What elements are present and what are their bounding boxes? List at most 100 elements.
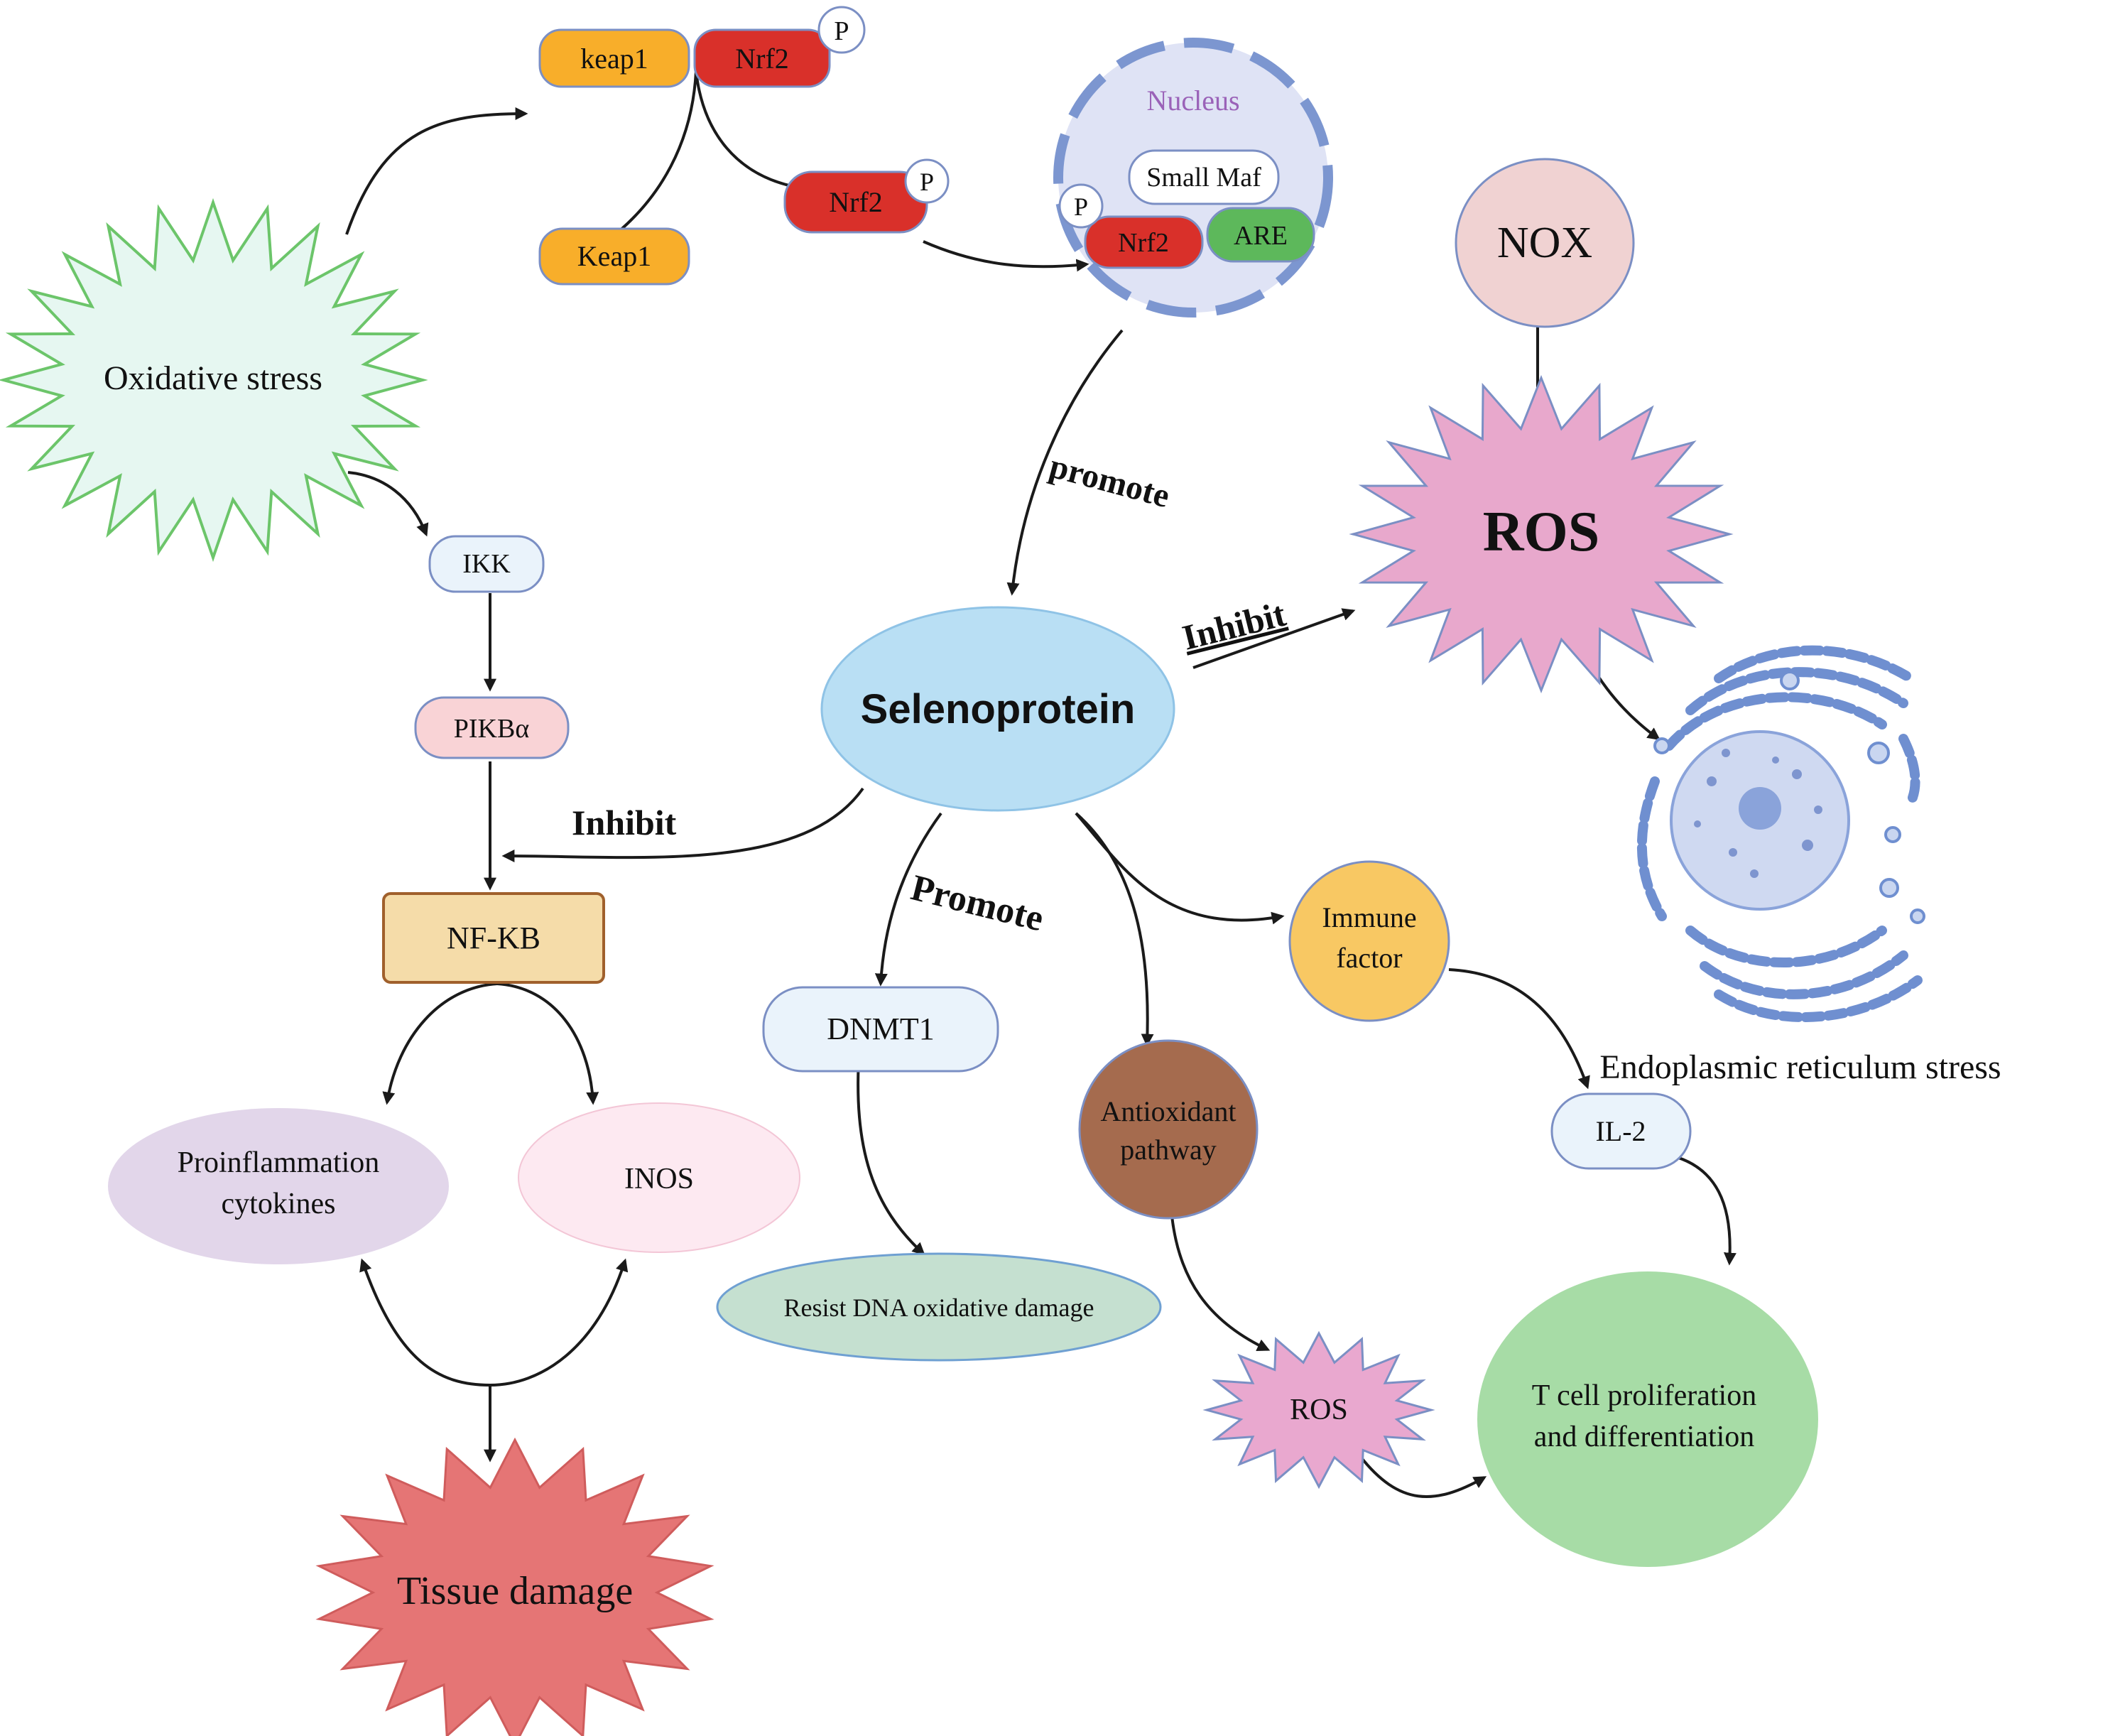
il2-node: IL-2	[1550, 1092, 1692, 1170]
keap1-top-pill	[538, 28, 690, 88]
small-maf-pill	[1128, 149, 1280, 205]
label-inhibit-ros: Inhibit	[1178, 594, 1290, 658]
antioxidant-circle	[1078, 1039, 1259, 1220]
proinflammation-label-line2: cytokines	[222, 1188, 336, 1220]
ros-big-label: ROS	[1483, 501, 1600, 563]
keap1-top-label: keap1	[580, 43, 648, 75]
arrow-oxidative-to-ikk	[347, 471, 429, 537]
arrow-immune-to-il2	[1448, 968, 1590, 1090]
label-inhibit-nfkb: Inhibit	[572, 803, 677, 842]
line-dissociation-nrf2	[695, 70, 793, 188]
tissue-damage-starburst	[315, 1437, 714, 1736]
t-cell-label-line1: T cell proliferation	[1532, 1379, 1756, 1412]
phosphate-free-label: P	[920, 168, 934, 196]
edges	[345, 70, 1737, 1498]
arrow-selenoprotein-to-antioxidant	[1075, 812, 1154, 1047]
nfkb-box	[382, 892, 605, 984]
il2-label: IL-2	[1595, 1115, 1646, 1147]
antioxidant-label-line1: Antioxidant	[1100, 1095, 1236, 1127]
tissue-damage-node: Tissue damage	[315, 1437, 714, 1736]
er-vesicles	[1653, 671, 1925, 924]
proinflammation-label-line1: Proinflammation	[178, 1146, 380, 1179]
pikba-pill	[414, 696, 570, 759]
immune-factor-circle	[1288, 860, 1450, 1022]
dnmt1-pill	[762, 986, 999, 1073]
keap1-nrf2-complex: keap1 Nrf2 P	[538, 6, 866, 88]
t-cell-label-line2: and differentiation	[1534, 1421, 1755, 1453]
phosphate-top	[817, 6, 866, 54]
pikba-node: PIKBα	[414, 696, 570, 759]
er-nucleolus	[1739, 787, 1781, 830]
arrow-nrf2-to-nucleus	[923, 240, 1089, 272]
nucleus: Nucleus Small Maf Nrf2 ARE P	[1053, 38, 1333, 318]
arrow-il2-to-tcell	[1665, 1153, 1737, 1266]
nrf2-top-pill	[693, 28, 831, 88]
label-promote-nucleus: promote	[1045, 447, 1173, 515]
arrow-nucleus-to-selenoprotein	[1006, 329, 1124, 596]
proinflammation-node: Proinflammation cytokines	[108, 1108, 449, 1264]
oxidative-stress-node: Oxidative stress	[0, 197, 428, 563]
t-cell-circle	[1477, 1271, 1818, 1567]
er-stress-label: Endoplasmic reticulum stress	[1599, 1048, 2001, 1086]
arrow-nfkb-to-proinflammation	[382, 982, 498, 1105]
il2-pill	[1550, 1092, 1692, 1170]
nox-label: NOX	[1497, 219, 1592, 267]
inos-node: INOS	[518, 1102, 800, 1253]
oxidative-stress-label: Oxidative stress	[104, 359, 322, 397]
antioxidant-label-line2: pathway	[1120, 1134, 1217, 1166]
nrf2-free-label: Nrf2	[829, 186, 883, 218]
resist-dna-label: Resist DNA oxidative damage	[784, 1293, 1094, 1322]
ikk-pill	[428, 535, 545, 593]
pikba-label: PIKBα	[454, 714, 530, 744]
inos-ellipse	[518, 1102, 800, 1253]
ros-big-starburst	[1349, 374, 1734, 694]
phosphate-free	[904, 158, 950, 204]
keap1-free-label: Keap1	[577, 240, 651, 272]
dnmt1-node: DNMT1	[762, 986, 999, 1073]
nfkb-label: NF-KB	[447, 921, 540, 955]
er-chromatin-dots	[1694, 749, 1822, 878]
arrow-selenoprotein-to-immune	[1075, 812, 1285, 925]
phosphate-top-label: P	[834, 16, 849, 46]
antioxidant-node: Antioxidant pathway	[1078, 1039, 1259, 1220]
nrf2-nucleus-pill	[1084, 215, 1204, 269]
immune-factor-node: Immune factor	[1288, 860, 1450, 1022]
ros-big-node: ROS	[1349, 374, 1734, 694]
ros-small-label: ROS	[1290, 1394, 1348, 1426]
t-cell-node: T cell proliferation and differentiation	[1477, 1271, 1818, 1567]
arrow-antioxidant-to-ros	[1170, 1215, 1271, 1352]
nrf2-top-label: Nrf2	[735, 43, 789, 75]
small-maf-label: Small Maf	[1146, 163, 1261, 192]
arrow-selenoprotein-inhibit-ros	[1192, 608, 1356, 669]
selenoprotein-ellipse	[820, 606, 1175, 812]
arrow-nfkb-to-inos	[496, 982, 599, 1105]
resist-dna-ellipse	[716, 1252, 1162, 1362]
tissue-damage-label: Tissue damage	[397, 1569, 633, 1613]
er-illustration: Endoplasmic reticulum stress	[1599, 645, 2001, 1086]
phosphate-nucleus	[1058, 183, 1104, 229]
are-label: ARE	[1234, 221, 1288, 251]
resist-dna-node: Resist DNA oxidative damage	[716, 1252, 1162, 1362]
ros-small-starburst	[1202, 1330, 1435, 1490]
arrow-selenoprotein-to-dnmt1	[874, 812, 942, 987]
selenoprotein-node: Selenoprotein	[820, 606, 1175, 812]
immune-factor-label-line2: factor	[1336, 942, 1402, 974]
oxidative-stress-starburst	[0, 197, 428, 563]
keap1-free: Keap1	[538, 227, 690, 286]
line-dissociation-keap1	[609, 70, 697, 239]
ros-small-node: ROS	[1202, 1330, 1435, 1490]
are-pill	[1206, 207, 1315, 263]
proinflammation-ellipse	[108, 1108, 449, 1264]
phosphate-nucleus-label: P	[1074, 192, 1088, 221]
nucleus-label: Nucleus	[1146, 85, 1239, 116]
nox-node: NOX	[1455, 158, 1635, 328]
arrow-ros-to-tcell	[1359, 1455, 1487, 1498]
nrf2-free: Nrf2 P	[783, 158, 950, 234]
ikk-node: IKK	[428, 535, 545, 593]
dnmt1-label: DNMT1	[827, 1011, 935, 1046]
keap1-free-pill	[538, 227, 690, 286]
inos-label: INOS	[624, 1163, 694, 1195]
immune-factor-label-line1: Immune	[1322, 901, 1416, 933]
arrow-dnmt1-to-resist-dna	[857, 1047, 925, 1256]
